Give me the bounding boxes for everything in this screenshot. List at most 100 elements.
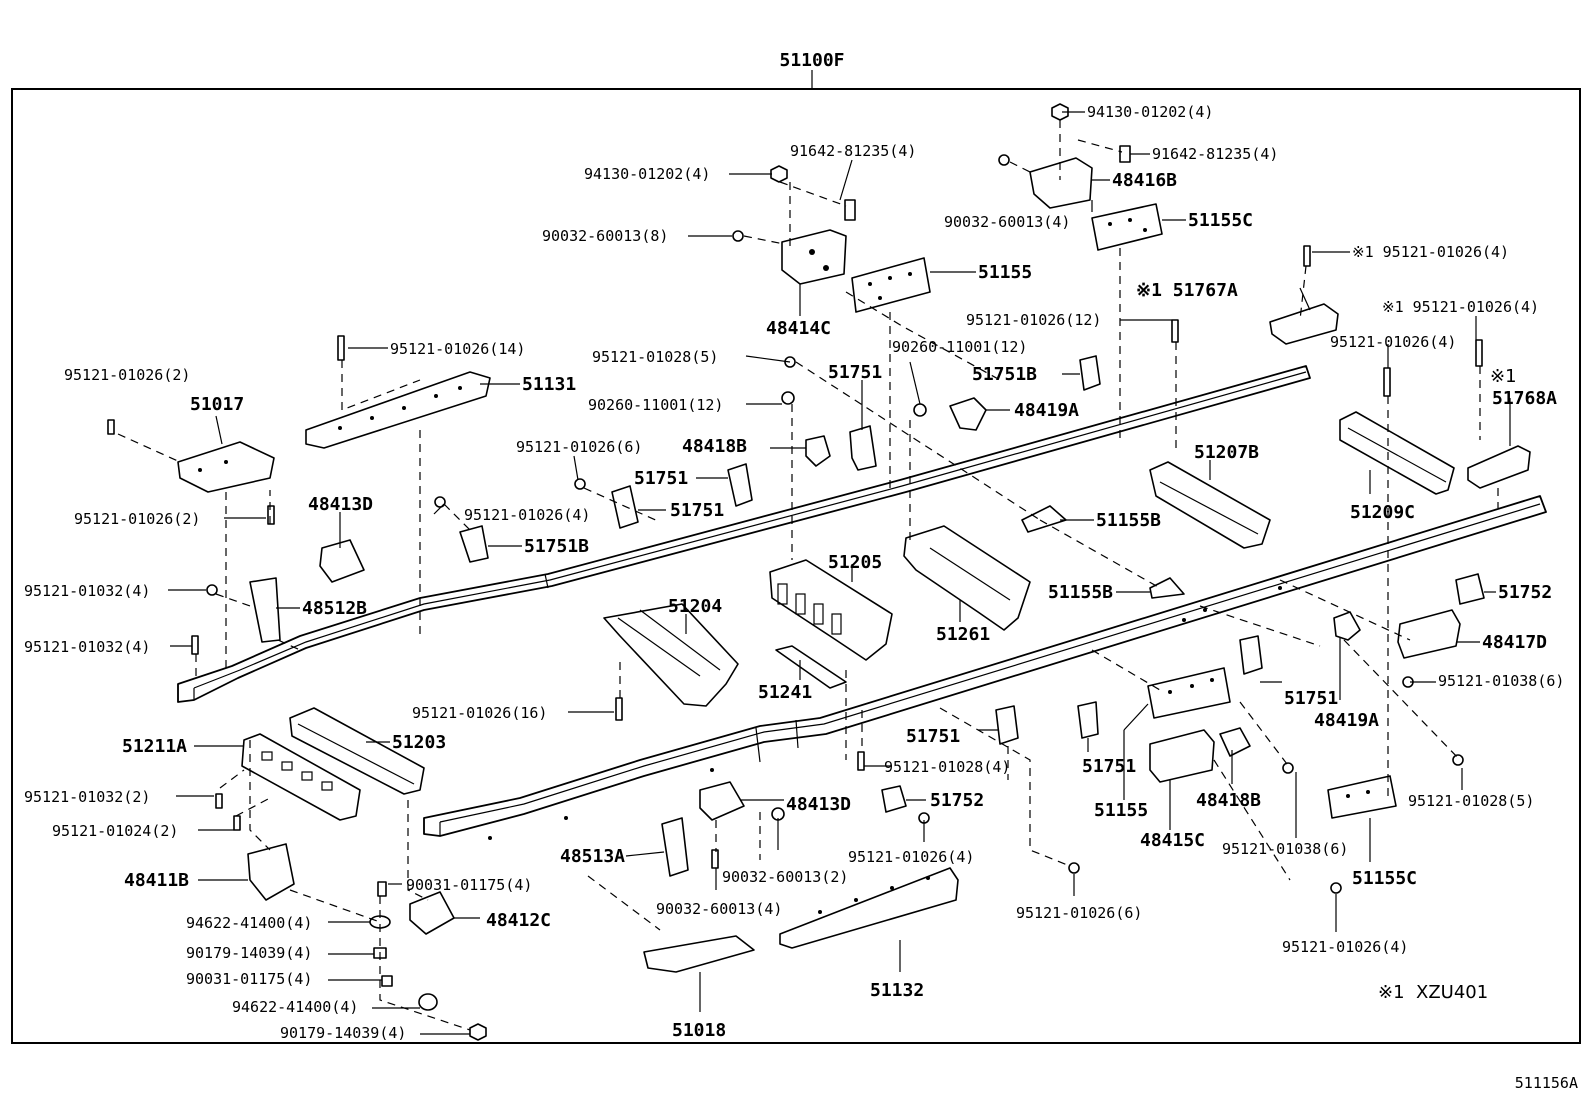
plate-51155-b[interactable] bbox=[1147, 667, 1231, 719]
label-48419A-top: 48419A bbox=[1014, 400, 1079, 421]
bracket-48413D-b[interactable] bbox=[699, 781, 745, 821]
label-94130-l: 94130-01202(4) bbox=[584, 165, 710, 183]
label-51155C-b: 51155C bbox=[1352, 868, 1417, 889]
cross-member-51205[interactable] bbox=[769, 559, 893, 661]
label-51767A: ※1 51767A bbox=[1136, 280, 1238, 301]
label-95121-16: 95121-01026(16) bbox=[412, 704, 547, 722]
plate-51241[interactable] bbox=[775, 645, 847, 689]
label-48414C: 48414C bbox=[766, 318, 831, 339]
bracket-51751B-top[interactable] bbox=[1079, 355, 1101, 391]
label-95121-r1: ※1 95121-01026(4) bbox=[1352, 243, 1509, 261]
bracket-51751-b[interactable] bbox=[727, 463, 753, 507]
label-48419A-r: 48419A bbox=[1314, 710, 1379, 731]
bracket-51751-a[interactable] bbox=[849, 425, 877, 471]
label-51752-b: 51752 bbox=[930, 790, 984, 811]
label-48411B: 48411B bbox=[124, 870, 189, 891]
cross-member-51203[interactable] bbox=[289, 707, 425, 795]
bracket-48513A[interactable] bbox=[661, 817, 689, 877]
bracket-48419A-top[interactable] bbox=[949, 397, 987, 431]
label-51261: 51261 bbox=[936, 624, 990, 645]
plate-51155C-b[interactable] bbox=[1327, 775, 1397, 819]
label-95121-2b: 95121-01026(2) bbox=[74, 510, 200, 528]
label-95121-1028-5b: 95121-01028(5) bbox=[1408, 792, 1534, 810]
label-95121-2a: 95121-01026(2) bbox=[64, 366, 190, 384]
label-90260-12b: 90260-11001(12) bbox=[588, 396, 723, 414]
label-48417D: 48417D bbox=[1482, 632, 1547, 653]
bracket-48419A-r[interactable] bbox=[1333, 611, 1361, 641]
plate-51155C-top[interactable] bbox=[1091, 203, 1163, 251]
label-90032-2: 90032-60013(2) bbox=[722, 868, 848, 886]
assembly-number: 51100F bbox=[779, 50, 844, 71]
bracket-51751-f[interactable] bbox=[1077, 701, 1099, 739]
bracket-51751-d[interactable] bbox=[1239, 635, 1263, 675]
label-90032-l: 90032-60013(8) bbox=[542, 227, 668, 245]
right-side-rail[interactable] bbox=[423, 495, 1547, 840]
bracket-51017[interactable] bbox=[177, 441, 275, 493]
bracket-48414C[interactable] bbox=[781, 229, 847, 285]
bracket-48418B-b[interactable] bbox=[1219, 727, 1251, 757]
bracket-51752-b[interactable] bbox=[881, 785, 907, 813]
diagram-id: 511156A bbox=[1515, 1074, 1578, 1092]
label-51132: 51132 bbox=[870, 980, 924, 1001]
bracket-51752-r[interactable] bbox=[1455, 573, 1485, 605]
bracket-48413D-top[interactable] bbox=[319, 539, 365, 583]
footnote-text: XZU401 bbox=[1416, 982, 1488, 1003]
bracket-51751-c[interactable] bbox=[611, 485, 639, 529]
label-95121-1032-4b: 95121-01032(4) bbox=[24, 638, 150, 656]
label-95121-1038-6a: 95121-01038(6) bbox=[1438, 672, 1564, 690]
label-48415C: 48415C bbox=[1140, 830, 1205, 851]
label-51751-d: 51751 bbox=[1284, 688, 1338, 709]
label-95121-1032-2: 95121-01032(2) bbox=[24, 788, 150, 806]
label-51768A: 51768A bbox=[1492, 388, 1557, 409]
label-51204: 51204 bbox=[668, 596, 722, 617]
label-90179-a: 90179-14039(4) bbox=[186, 944, 312, 962]
label-51203: 51203 bbox=[392, 732, 446, 753]
label-51751-a: 51751 bbox=[828, 362, 882, 383]
cross-member-51211A[interactable] bbox=[241, 733, 361, 821]
label-51751-f: 51751 bbox=[1082, 756, 1136, 777]
bracket-48512B[interactable] bbox=[249, 577, 281, 643]
cross-member-51131[interactable] bbox=[305, 371, 491, 449]
bracket-51768A[interactable] bbox=[1467, 445, 1531, 489]
label-48416B: 48416B bbox=[1112, 170, 1177, 191]
plate-51155[interactable] bbox=[851, 257, 931, 313]
label-48513A: 48513A bbox=[560, 846, 625, 867]
label-95121-1024-2: 95121-01024(2) bbox=[52, 822, 178, 840]
diagram-frame bbox=[11, 88, 1581, 1044]
label-51017: 51017 bbox=[190, 394, 244, 415]
bracket-51751-e[interactable] bbox=[995, 705, 1019, 745]
label-91642-top: 91642-81235(4) bbox=[1152, 145, 1278, 163]
cross-member-51204[interactable] bbox=[603, 603, 739, 707]
bracket-48412C[interactable] bbox=[409, 891, 455, 935]
bracket-48417D[interactable] bbox=[1397, 609, 1461, 659]
bracket-51751B-mid[interactable] bbox=[459, 525, 489, 563]
label-51155B-a: 51155B bbox=[1096, 510, 1161, 531]
bracket-51155B-a[interactable] bbox=[1021, 505, 1067, 533]
bracket-51155B-b[interactable] bbox=[1149, 577, 1185, 599]
bracket-48416B[interactable] bbox=[1029, 157, 1093, 209]
label-95121-4a: 95121-01026(4) bbox=[464, 506, 590, 524]
cross-member-51207B[interactable] bbox=[1149, 461, 1271, 549]
label-51207B: 51207B bbox=[1194, 442, 1259, 463]
cross-member-51132[interactable] bbox=[779, 867, 959, 949]
label-95121-1028-4: 95121-01028(4) bbox=[884, 758, 1010, 776]
label-95121-12: 95121-01026(12) bbox=[966, 311, 1101, 329]
bracket-48411B[interactable] bbox=[247, 843, 295, 901]
bracket-48415C[interactable] bbox=[1149, 729, 1215, 783]
label-94622-b: 94622-41400(4) bbox=[232, 998, 358, 1016]
label-51131: 51131 bbox=[522, 374, 576, 395]
label-95121-r2: ※1 95121-01026(4) bbox=[1382, 298, 1539, 316]
label-48418B-top: 48418B bbox=[682, 436, 747, 457]
label-94622-a: 94622-41400(4) bbox=[186, 914, 312, 932]
cross-member-51209C[interactable] bbox=[1339, 411, 1455, 495]
cross-member-51261[interactable] bbox=[903, 525, 1031, 631]
label-51752-r: 51752 bbox=[1498, 582, 1552, 603]
bracket-48418B-top[interactable] bbox=[805, 435, 831, 467]
bracket-51018[interactable] bbox=[643, 935, 755, 973]
label-48413D-top: 48413D bbox=[308, 494, 373, 515]
label-51205: 51205 bbox=[828, 552, 882, 573]
left-side-rail[interactable] bbox=[177, 365, 1311, 703]
label-95121-1032-4a: 95121-01032(4) bbox=[24, 582, 150, 600]
label-95121-r3: 95121-01026(4) bbox=[1330, 333, 1456, 351]
bracket-51767A[interactable] bbox=[1269, 303, 1339, 345]
